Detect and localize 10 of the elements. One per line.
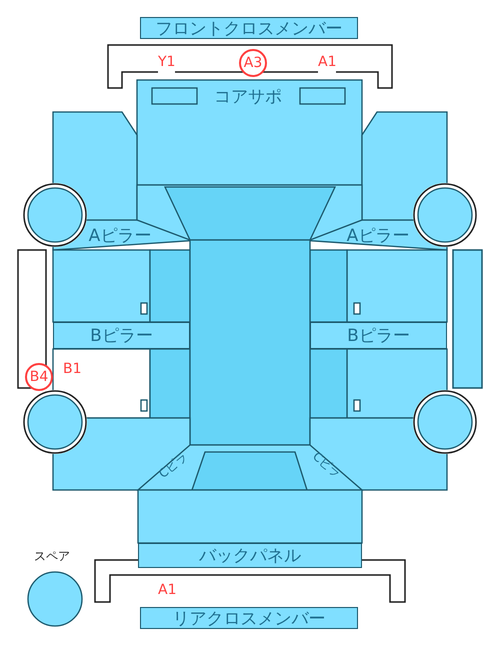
body-panel: リアクロスメンバー [140,607,358,629]
part-label: スペア [34,548,70,565]
body-panel: Bピラー [310,322,447,349]
part-label: Cピラ [301,441,353,489]
part-label: コアサポ [200,84,296,108]
body-panel: フロントクロスメンバー [140,17,358,39]
part-label: Cピラ [147,441,199,489]
body-panel: Bピラー [53,322,190,349]
damage-code: B4 [25,363,53,391]
body-panel: バックパネル [138,543,362,568]
